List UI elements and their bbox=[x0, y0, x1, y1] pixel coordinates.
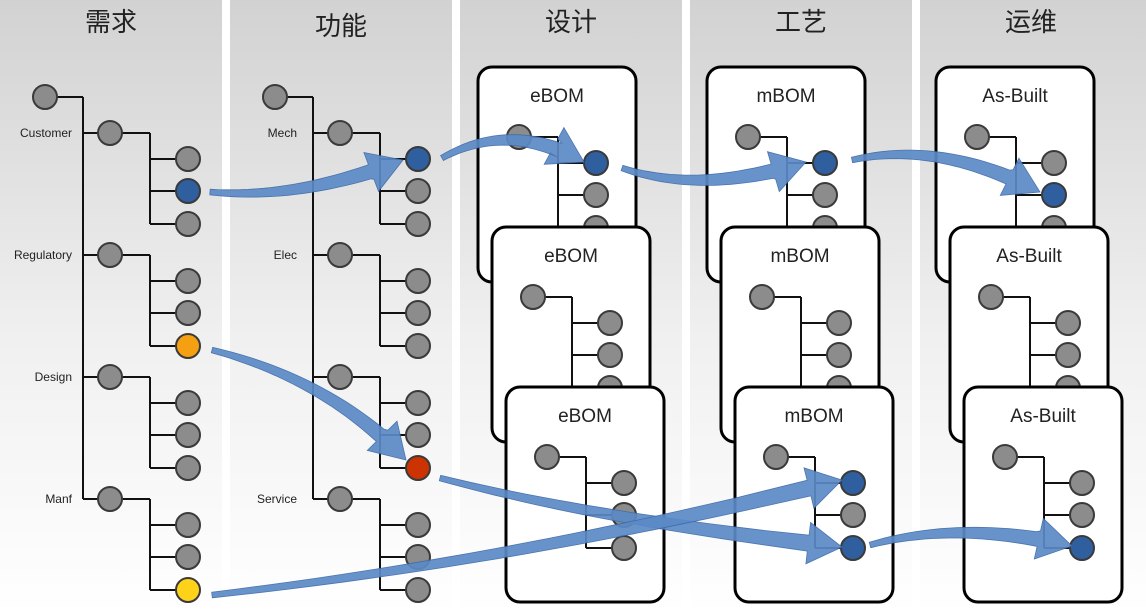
root-node bbox=[32, 84, 58, 110]
bom-node bbox=[1055, 310, 1081, 336]
bom-node bbox=[1069, 470, 1095, 496]
bom-node bbox=[597, 342, 623, 368]
leaf-node bbox=[405, 178, 431, 204]
card-title: mBOM bbox=[756, 86, 815, 107]
bom-node bbox=[840, 502, 866, 528]
leaf-node bbox=[175, 211, 201, 237]
bom-node bbox=[812, 182, 838, 208]
bom-root-node bbox=[964, 124, 990, 150]
bom-node bbox=[1055, 342, 1081, 368]
bom-root-node bbox=[992, 444, 1018, 470]
bom-node bbox=[611, 470, 637, 496]
bom-root-node bbox=[749, 284, 775, 310]
highlighted-bom-node bbox=[1041, 182, 1067, 208]
trace-arrows bbox=[209, 126, 1073, 599]
as-built-card: As-Built bbox=[962, 385, 1124, 604]
group-label: Mech bbox=[268, 126, 297, 140]
trace-arrow-ebom-to-mbom bbox=[620, 151, 807, 193]
column-title-requirements: 需求 bbox=[85, 8, 137, 38]
leaf-node bbox=[175, 300, 201, 326]
bom-node bbox=[597, 310, 623, 336]
bom-node bbox=[826, 342, 852, 368]
column-title-process: 工艺 bbox=[775, 8, 827, 38]
bom-root-node bbox=[534, 444, 560, 470]
column-title-design: 设计 bbox=[545, 8, 597, 38]
highlighted-leaf-node bbox=[405, 146, 431, 172]
bom-node bbox=[1069, 502, 1095, 528]
trace-arrow-mbom-to-asbuilt bbox=[850, 149, 1041, 196]
bom-root-node bbox=[763, 444, 789, 470]
group-node bbox=[97, 364, 123, 390]
group-node bbox=[327, 120, 353, 146]
group-node bbox=[327, 486, 353, 512]
trace-arrow-req-to-func bbox=[209, 151, 404, 198]
leaf-node bbox=[175, 422, 201, 448]
column-title-operations: 运维 bbox=[1005, 8, 1057, 38]
highlighted-bom-node bbox=[1069, 535, 1095, 561]
group-label: Elec bbox=[274, 248, 297, 262]
trace-arrow-req-orange-to-func-red bbox=[210, 346, 407, 461]
card-title: As-Built bbox=[982, 86, 1048, 107]
bom-node bbox=[1041, 150, 1067, 176]
leaf-node bbox=[175, 455, 201, 481]
group-node bbox=[327, 364, 353, 390]
leaf-node bbox=[405, 211, 431, 237]
bom-node bbox=[583, 182, 609, 208]
highlighted-leaf-node bbox=[175, 333, 201, 359]
bom-root-node bbox=[520, 284, 546, 310]
leaf-node bbox=[405, 333, 431, 359]
highlighted-bom-node bbox=[840, 470, 866, 496]
highlighted-bom-node bbox=[840, 535, 866, 561]
leaf-node bbox=[175, 146, 201, 172]
card-title: eBOM bbox=[544, 246, 598, 267]
group-node bbox=[327, 242, 353, 268]
card-title: eBOM bbox=[530, 86, 584, 107]
group-node bbox=[97, 242, 123, 268]
bom-root-node bbox=[735, 124, 761, 150]
group-label: Customer bbox=[20, 126, 72, 140]
group-label: Service bbox=[257, 492, 297, 506]
bom-node bbox=[611, 535, 637, 561]
leaf-node bbox=[405, 512, 431, 538]
leaf-node bbox=[405, 300, 431, 326]
highlighted-bom-node bbox=[583, 150, 609, 176]
leaf-node bbox=[175, 268, 201, 294]
card-title: mBOM bbox=[784, 406, 843, 427]
highlighted-leaf-node bbox=[175, 577, 201, 603]
leaf-node bbox=[405, 268, 431, 294]
leaf-node bbox=[405, 390, 431, 416]
group-node bbox=[97, 120, 123, 146]
column-titles: 需求 功能 设计 工艺 运维 bbox=[85, 8, 1057, 42]
leaf-node bbox=[175, 512, 201, 538]
card-title: As-Built bbox=[996, 246, 1062, 267]
highlighted-leaf-node bbox=[405, 455, 431, 481]
card-title: mBOM bbox=[770, 246, 829, 267]
card-title: As-Built bbox=[1010, 406, 1076, 427]
leaf-node bbox=[175, 544, 201, 570]
trace-arrow-func-to-ebom bbox=[440, 126, 585, 165]
column-title-functions: 功能 bbox=[315, 12, 367, 42]
trace-arrow-mbom-to-asbuilt-lower bbox=[868, 517, 1073, 560]
group-label: Design bbox=[35, 370, 72, 384]
root-node bbox=[262, 84, 288, 110]
group-label: Regulatory bbox=[14, 248, 72, 262]
card-title: eBOM bbox=[558, 406, 612, 427]
highlighted-leaf-node bbox=[175, 178, 201, 204]
leaf-node bbox=[405, 422, 431, 448]
bom-root-node bbox=[978, 284, 1004, 310]
trace-arrow-req-yellow-to-mbom bbox=[211, 467, 843, 599]
leaf-node bbox=[405, 577, 431, 603]
bom-node bbox=[826, 310, 852, 336]
leaf-node bbox=[175, 390, 201, 416]
group-node bbox=[97, 486, 123, 512]
group-label: Manf bbox=[45, 492, 72, 506]
highlighted-bom-node bbox=[812, 150, 838, 176]
